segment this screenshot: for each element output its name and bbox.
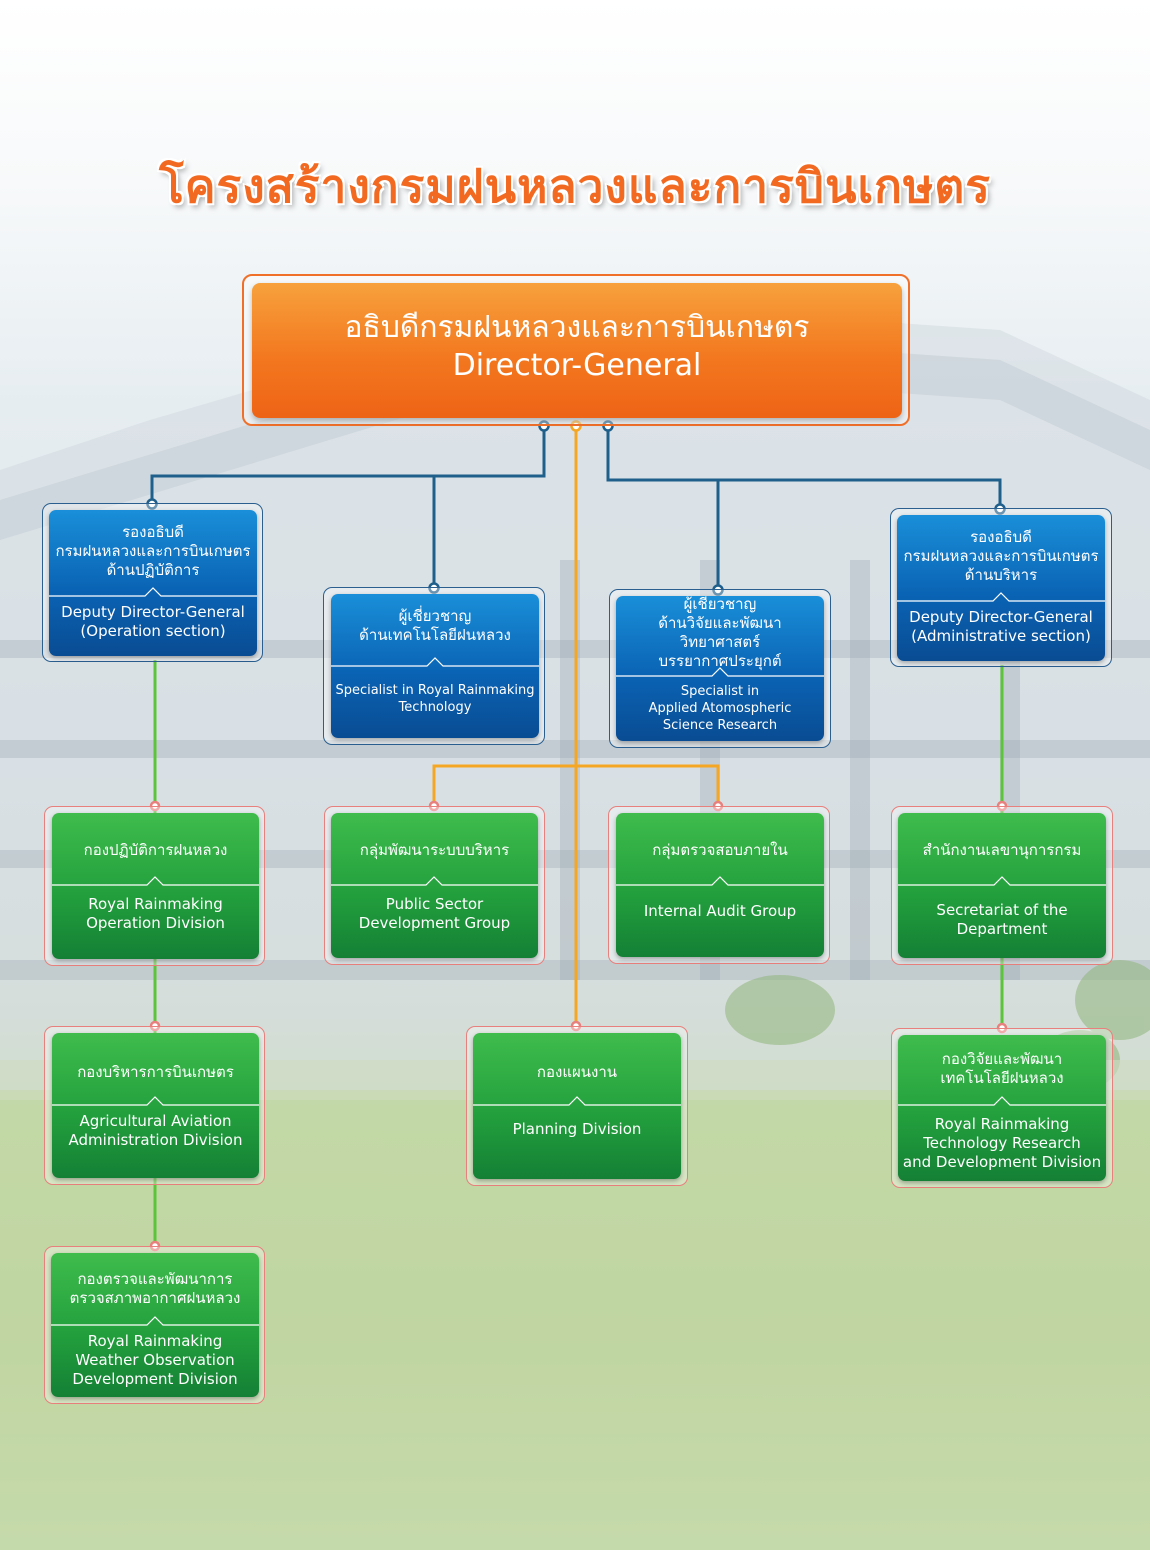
divider-caret: [49, 587, 257, 597]
internal-audit-box: กลุ่มตรวจสอบภายใน Internal Audit Group: [616, 813, 824, 957]
specialist-tech-en: Specialist in Royal Rainmaking Technolog…: [335, 683, 535, 715]
operation-division-box: กองปฏิบัติการฝนหลวง Royal Rainmaking Ope…: [52, 813, 259, 959]
operation-division-en: Royal Rainmaking Operation Division: [86, 895, 225, 932]
director-general-en: Director-General: [452, 348, 702, 383]
specialist-research-en: Specialist in Applied Atomospheric Scien…: [648, 683, 792, 733]
divider-caret: [898, 876, 1106, 886]
internal-audit-th: กลุ่มตรวจสอบภายใน: [652, 840, 788, 859]
internal-audit-en: Internal Audit Group: [643, 901, 797, 920]
deputy-operation-box: รองอธิบดี กรมฝนหลวงและการบินเกษตร ด้านปฏ…: [49, 510, 257, 656]
weather-division-th: กองตรวจและพัฒนาการ ตรวจสภาพอากาศฝนหลวง: [69, 1270, 241, 1307]
operation-division-th: กองปฏิบัติการฝนหลวง: [83, 840, 228, 859]
research-division-en: Royal Rainmaking Technology Research and…: [902, 1114, 1102, 1171]
director-general-th: อธิบดีกรมฝนหลวงและการบินเกษตร: [344, 310, 810, 345]
deputy-admin-th: รองอธิบดี กรมฝนหลวงและการบินเกษตร ด้านบร…: [903, 527, 1099, 584]
divider-caret: [616, 876, 824, 886]
divider-caret: [473, 1096, 681, 1106]
specialist-research-box: ผู้เชี่ยวชาญ ด้านวิจัยและพัฒนาวิทยาศาสตร…: [616, 596, 824, 741]
specialist-tech-th: ผู้เชี่ยวชาญ ด้านเทคโนโลยีฝนหลวง: [359, 607, 511, 644]
page-title: โครงสร้างกรมฝนหลวงและการบินเกษตร: [159, 159, 991, 213]
secretariat-en: Secretariat of the Department: [936, 901, 1068, 938]
divider-caret: [898, 1096, 1106, 1106]
weather-division-box: กองตรวจและพัฒนาการ ตรวจสภาพอากาศฝนหลวง R…: [51, 1253, 259, 1397]
research-division-th: กองวิจัยและพัฒนา เทคโนโลยีฝนหลวง: [940, 1050, 1064, 1087]
specialist-tech-box: ผู้เชี่ยวชาญ ด้านเทคโนโลยีฝนหลวง Special…: [331, 594, 539, 738]
secretariat-box: สำนักงานเลขานุการกรม Secretariat of the …: [898, 813, 1106, 958]
deputy-operation-en: Deputy Director-General (Operation secti…: [61, 603, 245, 640]
public-sector-th: กลุ่มพัฒนาระบบบริหาร: [359, 840, 510, 859]
divider-caret: [897, 592, 1105, 602]
divider-caret: [52, 876, 259, 886]
specialist-research-th: ผู้เชี่ยวชาญ ด้านวิจัยและพัฒนาวิทยาศาสตร…: [658, 596, 782, 670]
planning-division-th: กองแผนงาน: [536, 1062, 618, 1081]
aviation-division-en: Agricultural Aviation Administration Div…: [68, 1112, 243, 1149]
divider-caret: [51, 1316, 259, 1326]
director-general-box: อธิบดีกรมฝนหลวงและการบินเกษตร Director-G…: [252, 283, 902, 418]
aviation-division-box: กองบริหารการบินเกษตร Agricultural Aviati…: [52, 1033, 259, 1178]
planning-division-box: กองแผนงาน Planning Division: [473, 1033, 681, 1179]
divider-caret: [331, 876, 538, 886]
public-sector-box: กลุ่มพัฒนาระบบบริหาร Public Sector Devel…: [331, 813, 538, 958]
divider-caret: [616, 667, 824, 677]
planning-division-en: Planning Division: [512, 1119, 642, 1138]
deputy-admin-en: Deputy Director-General (Administrative …: [909, 608, 1093, 645]
deputy-operation-th: รองอธิบดี กรมฝนหลวงและการบินเกษตร ด้านปฏ…: [55, 522, 251, 579]
divider-caret: [52, 1096, 259, 1106]
aviation-division-th: กองบริหารการบินเกษตร: [77, 1062, 234, 1081]
deputy-admin-box: รองอธิบดี กรมฝนหลวงและการบินเกษตร ด้านบร…: [897, 515, 1105, 661]
secretariat-th: สำนักงานเลขานุการกรม: [922, 840, 1082, 859]
weather-division-en: Royal Rainmaking Weather Observation Dev…: [72, 1331, 238, 1388]
divider-caret: [331, 657, 539, 667]
public-sector-en: Public Sector Development Group: [358, 895, 511, 932]
research-division-box: กองวิจัยและพัฒนา เทคโนโลยีฝนหลวง Royal R…: [898, 1035, 1106, 1181]
